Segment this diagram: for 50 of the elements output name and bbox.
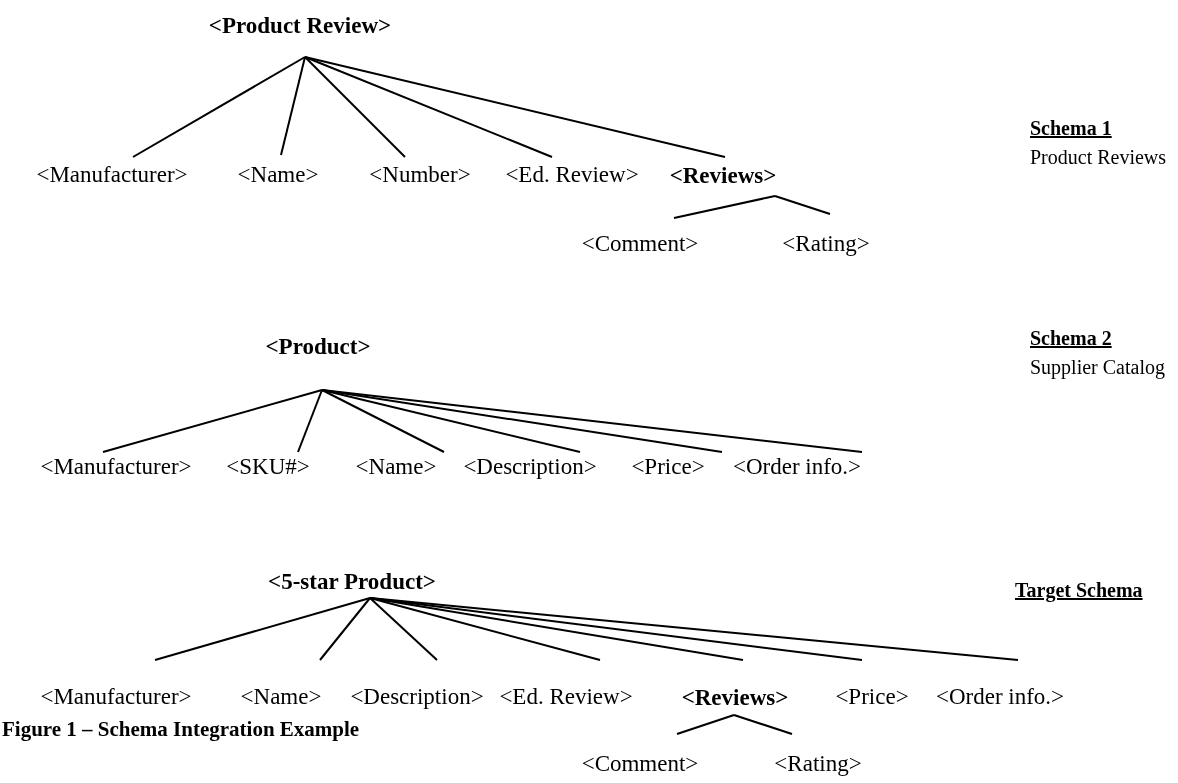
tree-line	[280, 56, 306, 156]
tree-line	[321, 389, 445, 453]
tree-line	[319, 597, 371, 661]
tree-line	[676, 714, 735, 735]
element-tag: <Comment>	[581, 751, 699, 777]
tree-line	[774, 195, 831, 215]
tree-line	[369, 597, 438, 661]
element-tag: <Manufacturer>	[40, 454, 192, 480]
element-tag: <Price>	[631, 454, 705, 480]
tree-line	[304, 56, 553, 158]
element-tag: <Product Review>	[208, 13, 392, 39]
element-tag: <Product>	[265, 334, 371, 360]
element-tag: <5-star Product>	[268, 569, 436, 595]
element-tag: <Manufacturer>	[40, 684, 192, 710]
tree-line	[369, 597, 601, 661]
schema-heading: Target Schema	[1015, 579, 1143, 601]
element-tag: <Manufacturer>	[36, 162, 188, 188]
element-tag: <Reviews>	[669, 163, 777, 189]
element-tag: <Rating>	[782, 231, 870, 257]
tree-line	[154, 597, 371, 661]
element-tag: <Order info.>	[732, 454, 862, 480]
schema-description: Supplier Catalog	[1030, 356, 1165, 378]
element-tag: <Ed. Review>	[505, 162, 639, 188]
figure-caption: Figure 1 – Schema Integration Example	[2, 717, 360, 742]
element-tag: <SKU#>	[226, 454, 310, 480]
element-tag: <Rating>	[774, 751, 862, 777]
element-tag: <Order info.>	[935, 684, 1065, 710]
tree-line	[297, 389, 323, 453]
tree-line	[304, 56, 406, 158]
tree-line	[132, 56, 306, 158]
element-tag: <Description>	[350, 684, 484, 710]
tree-line	[673, 195, 776, 219]
element-tag: <Comment>	[581, 231, 699, 257]
tree-line	[321, 389, 581, 453]
schema-heading: Schema 1	[1030, 117, 1112, 139]
schema-heading: Schema 2	[1030, 327, 1112, 349]
element-tag: <Ed. Review>	[499, 684, 633, 710]
element-tag: <Name>	[237, 162, 319, 188]
tree-line	[369, 597, 1019, 661]
schema-description: Product Reviews	[1030, 146, 1167, 168]
element-tag: <Description>	[463, 454, 597, 480]
element-tag: <Reviews>	[681, 685, 789, 711]
tree-line	[733, 714, 793, 735]
tree-line	[304, 56, 726, 158]
tree-line	[321, 389, 863, 453]
element-tag: <Name>	[355, 454, 437, 480]
element-tag: <Number>	[369, 162, 471, 188]
element-tag: <Price>	[835, 684, 909, 710]
element-tag: <Name>	[240, 684, 322, 710]
tree-line	[102, 389, 323, 453]
